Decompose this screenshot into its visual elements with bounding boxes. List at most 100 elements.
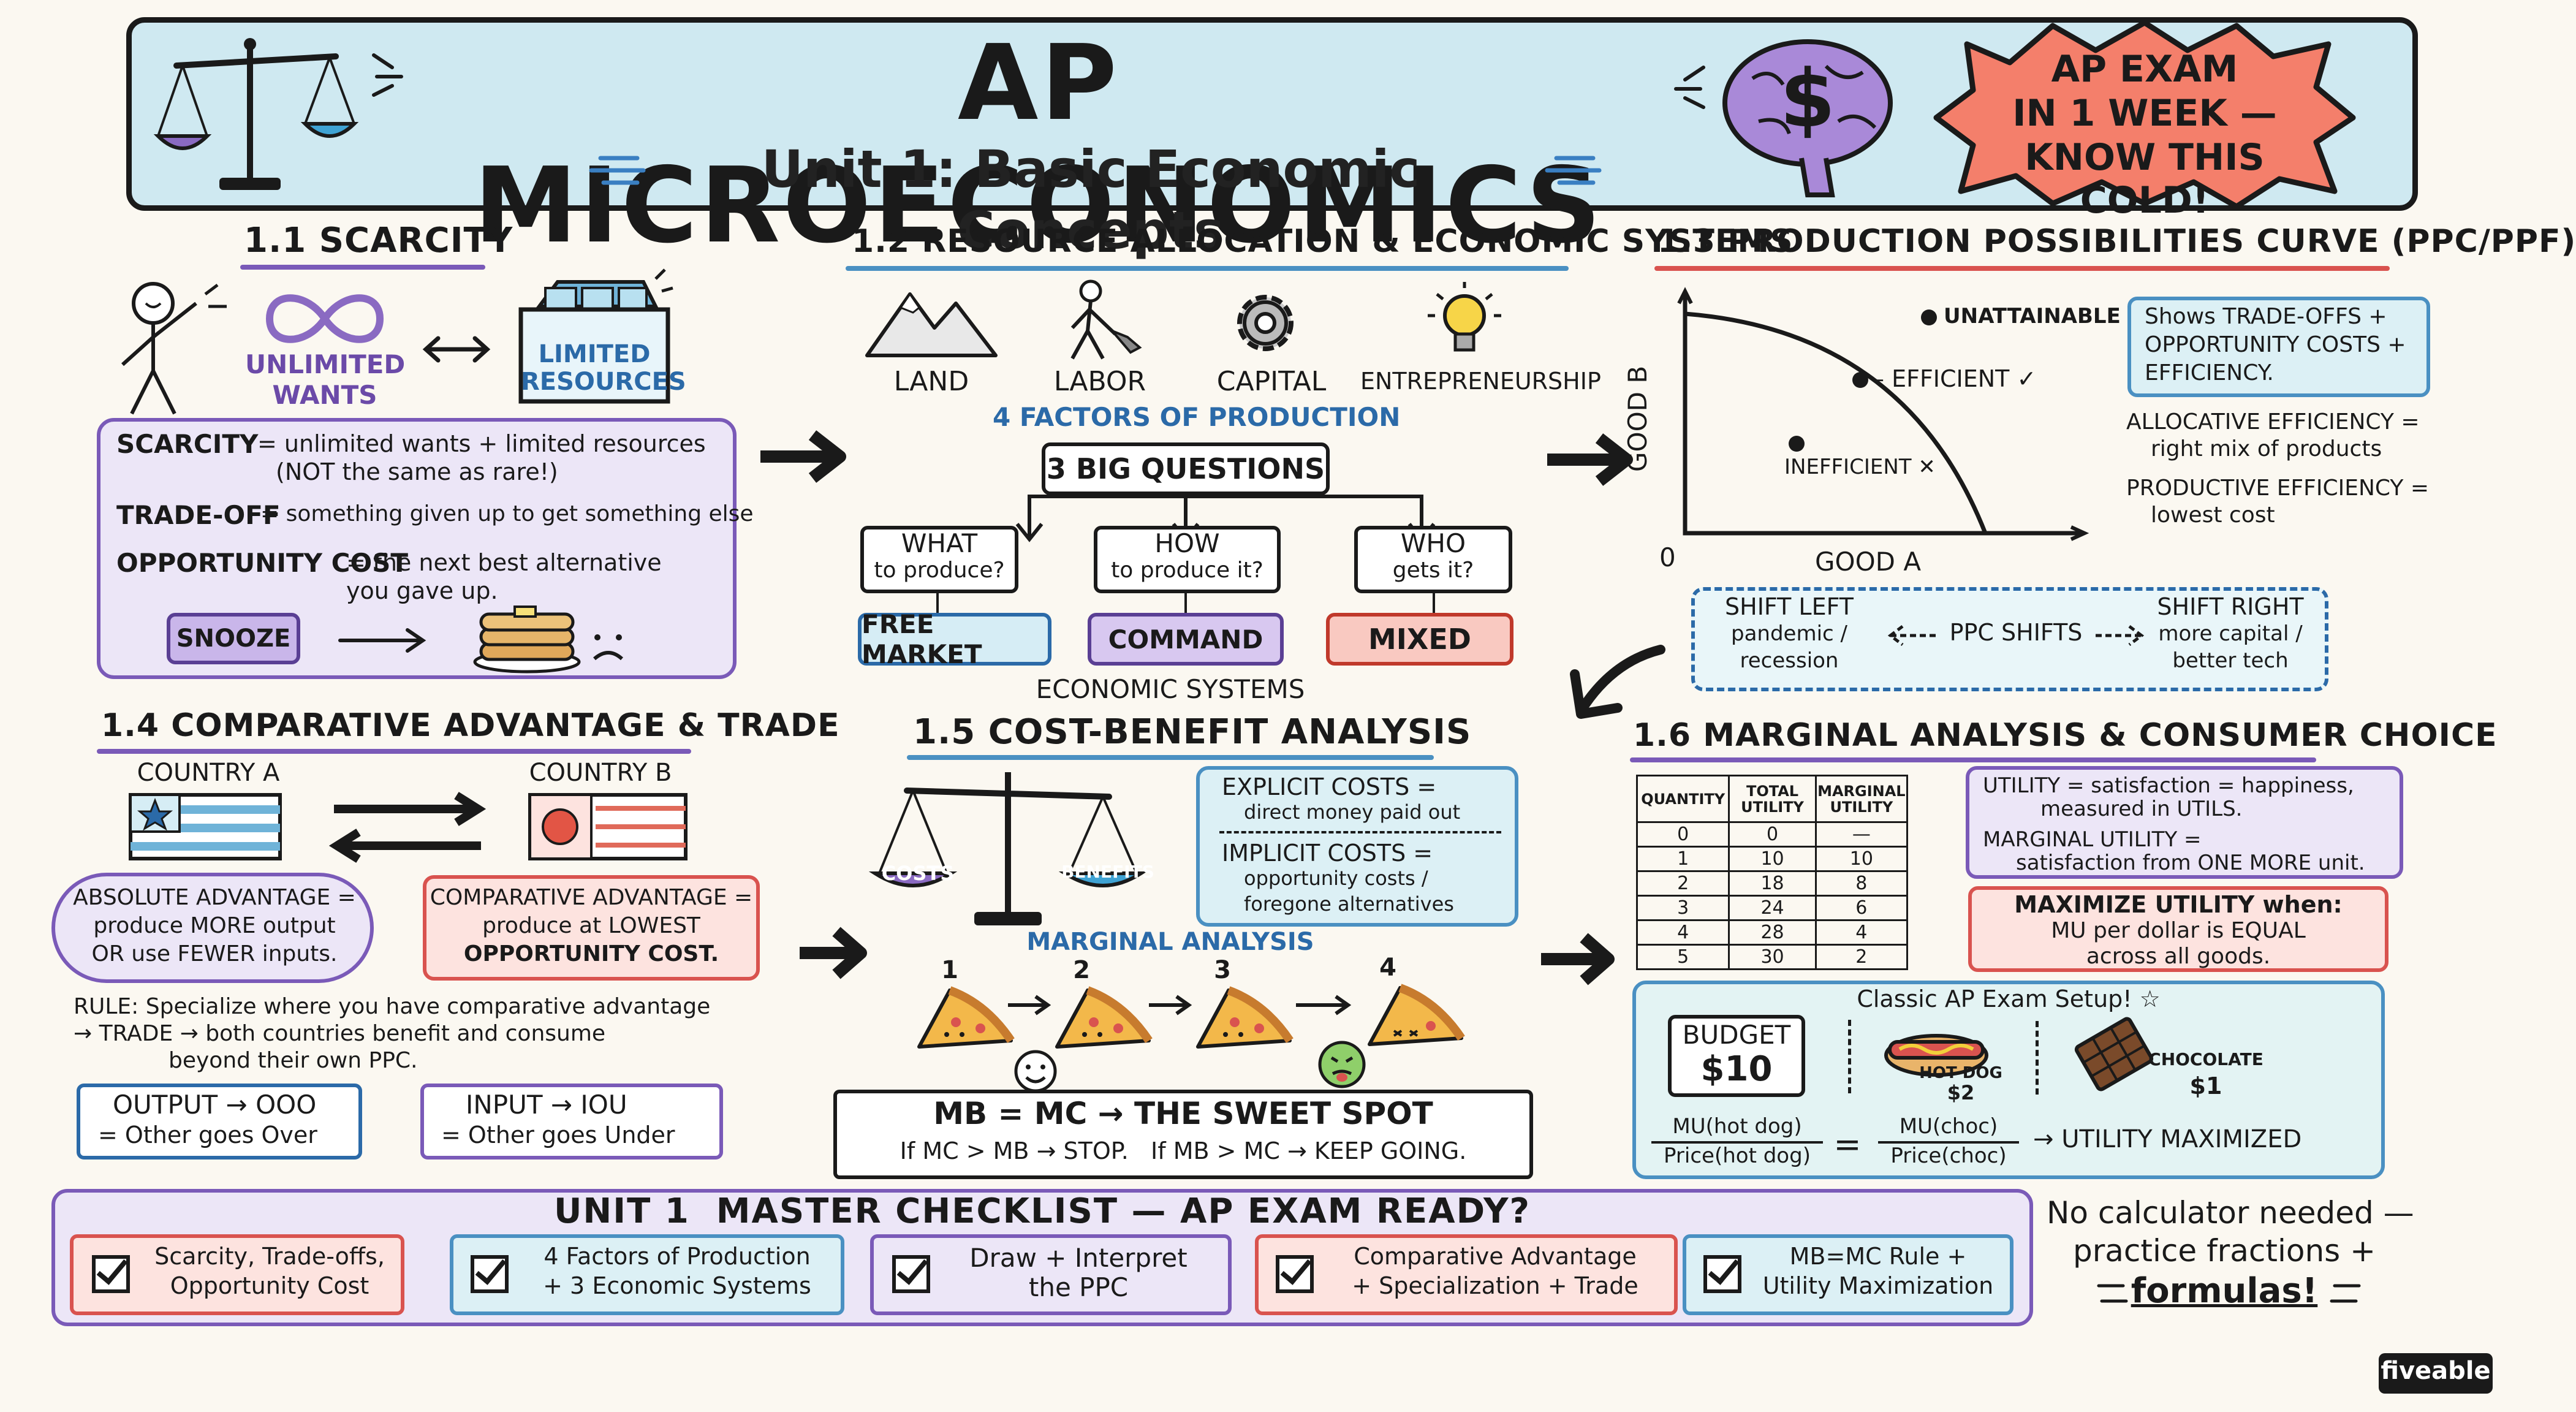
question-what-box — [860, 526, 1018, 593]
ppc-graph — [1677, 287, 2089, 541]
trade-rule-2: → TRADE → both countries benefit and con… — [74, 1021, 606, 1046]
hot-dog-price: $2 — [1947, 1081, 1975, 1104]
table-header-marginal-utility: MARGINAL UTILITY — [1814, 775, 1909, 823]
utility-definitions-box — [1966, 766, 2403, 879]
equals-sign: = — [1833, 1125, 1862, 1164]
question-what: WHAT — [901, 528, 978, 558]
calculator-note-2: practice fractions + — [2073, 1233, 2376, 1269]
shift-right-cause-1: more capital / — [2158, 621, 2303, 646]
shift-left-label: SHIFT LEFT — [1725, 593, 1854, 620]
input-mnemonic-1: INPUT → IOU — [466, 1090, 627, 1120]
cost-types-box — [1196, 766, 1518, 927]
checklist-item[interactable] — [450, 1234, 844, 1315]
shift-left-cause-2: recession — [1740, 648, 1839, 673]
scarcity-note: (NOT the same as rare!) — [276, 458, 558, 485]
output-mnemonic-2: = Other goes Over — [98, 1122, 317, 1148]
ppc-summary-box — [2127, 297, 2430, 397]
ppc-good-a-label: GOOD A — [1815, 547, 1922, 577]
title-underline — [97, 749, 691, 754]
section-title-cost-benefit: 1.5 COST-BENEFIT ANALYSIS — [913, 712, 1472, 752]
table-cell: 6 — [1814, 895, 1909, 921]
question-how-sub: to produce it? — [1111, 558, 1263, 583]
absolute-advantage-cloud — [51, 873, 374, 983]
shift-arrows-icon — [1887, 625, 2145, 646]
tradeoff-definition: = something given up to get something el… — [260, 501, 754, 526]
trade-rule-3: beyond their own PPC. — [169, 1048, 418, 1073]
resources-label-2: RESOURCES — [521, 368, 686, 396]
snooze-button-illustration: SNOOZE — [167, 613, 300, 664]
treasure-chest-icon — [518, 268, 673, 404]
sparkle-icon — [2330, 1284, 2361, 1303]
table-cell: 0 — [1635, 821, 1730, 848]
comparative-advantage-box — [423, 875, 760, 981]
three-big-questions: 3 BIG QUESTIONS — [1042, 442, 1330, 495]
slice-number-4: 4 — [1379, 954, 1396, 982]
table-cell: 10 — [1728, 846, 1817, 872]
budget-value: $10 — [1700, 1049, 1773, 1089]
factors-of-production-label: 4 FACTORS OF PRODUCTION — [993, 402, 1401, 432]
utility-maximized-label: → UTILITY MAXIMIZED — [2033, 1125, 2302, 1153]
subtitle-dash-right — [1545, 156, 1602, 185]
implicit-costs-def-2: foregone alternatives — [1244, 892, 1454, 916]
ppc-good-b-label: GOOD B — [1623, 365, 1653, 472]
output-mnemonic-box — [77, 1084, 362, 1160]
brand-logo — [2379, 1353, 2493, 1394]
exam-setup-title: Classic AP Exam Setup! ☆ — [1857, 985, 2161, 1012]
table-header-total-utility: TOTAL UTILITY — [1728, 775, 1817, 823]
sick-face-icon — [1318, 1041, 1366, 1088]
maximize-utility-3: across all goods. — [2086, 944, 2271, 969]
checklist-item[interactable] — [70, 1234, 404, 1315]
section-title-comparative-advantage: 1.4 COMPARATIVE ADVANTAGE & TRADE — [101, 707, 840, 744]
table-cell: 24 — [1728, 895, 1817, 921]
hot-dog-icon — [1884, 1034, 1988, 1077]
pizza-slice-icon — [1055, 986, 1153, 1049]
country-a-label: COUNTRY A — [137, 759, 280, 787]
table-cell: 30 — [1728, 944, 1817, 970]
subtitle-dash-left — [589, 156, 646, 185]
checkbox-checked-icon[interactable] — [1703, 1255, 1741, 1293]
table-cell: 10 — [1814, 846, 1909, 872]
trade-rule-1: RULE: Specialize where you have comparat… — [74, 994, 711, 1019]
checklist-title: UNIT 1 MASTER CHECKLIST — AP EXAM READY? — [553, 1191, 1531, 1231]
fraction-bar — [1878, 1141, 2019, 1144]
costs-label: COSTS — [881, 862, 955, 885]
section-title-scarcity: 1.1 SCARCITY — [244, 221, 513, 260]
mb-mc-rule-box — [833, 1090, 1533, 1179]
flow-arrow-icon — [1547, 433, 1633, 486]
economic-systems-label: ECONOMIC SYSTEMS — [1036, 674, 1305, 704]
checklist-item[interactable] — [870, 1234, 1232, 1315]
factor-capital: CAPITAL — [1216, 366, 1327, 397]
table-cell: 28 — [1728, 919, 1817, 946]
opportunity-cost-definition: = the next best alternative — [346, 549, 662, 576]
page-title: AP MICROECONOMICS — [474, 23, 1604, 267]
arrow-right-icon — [1149, 995, 1192, 1015]
sparkle-icon — [372, 53, 403, 97]
checkbox-checked-icon[interactable] — [892, 1255, 930, 1293]
flow-arrow-icon — [1541, 933, 1615, 985]
benefits-label: BENEFITS — [1061, 862, 1154, 882]
double-arrow-icon — [422, 336, 491, 363]
productive-efficiency: PRODUCTIVE EFFICIENCY = — [2126, 476, 2429, 501]
maximize-utility-box — [1968, 886, 2388, 972]
ppc-summary-3: EFFICIENCY. — [2145, 360, 2274, 385]
absolute-advantage-2: produce MORE output — [93, 913, 336, 938]
setup-divider — [2036, 1021, 2039, 1095]
section-title-marginal-analysis: 1.6 MARGINAL ANALYSIS & CONSUMER CHOICE — [1633, 717, 2498, 754]
table-cell: 2 — [1814, 944, 1909, 970]
input-mnemonic-2: = Other goes Under — [441, 1122, 675, 1148]
table-cell: 5 — [1635, 944, 1730, 970]
pizza-slice-icon — [917, 986, 1015, 1049]
opportunity-cost-term: OPPORTUNITY COST — [116, 548, 409, 578]
question-how: HOW — [1154, 528, 1220, 558]
checkbox-checked-icon[interactable] — [1276, 1255, 1314, 1293]
exam-badge-starburst — [1933, 20, 2356, 210]
table-cell: 3 — [1635, 895, 1730, 921]
wants-label-1: UNLIMITED — [245, 349, 406, 379]
checkbox-checked-icon[interactable] — [92, 1255, 130, 1293]
checkbox-checked-icon[interactable] — [471, 1255, 509, 1293]
maximize-utility-2: MU per dollar is EQUAL — [2051, 918, 2306, 943]
title-underline — [907, 755, 1434, 760]
checklist-item[interactable] — [1255, 1234, 1678, 1315]
checklist-item-1-line2: Opportunity Cost — [170, 1272, 369, 1299]
sparkle-icon — [1674, 66, 1705, 109]
